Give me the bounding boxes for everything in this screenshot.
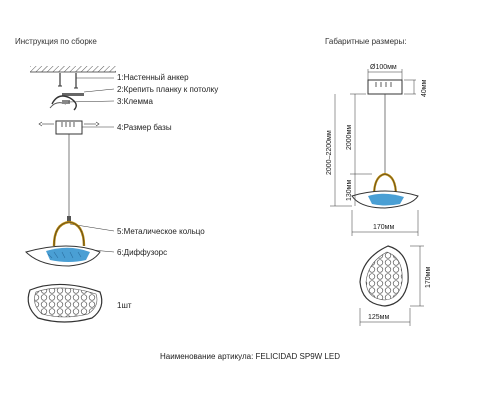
canopy-base-icon [38, 120, 100, 135]
dim-lamp-height: 130мм [346, 180, 353, 201]
callout-metal-ring-label: 5:Металическое кольцо [117, 227, 205, 236]
dim-cable-min: 2000мм [346, 125, 353, 150]
callout-diffuser-label: 6:Диффузорс [117, 248, 168, 257]
assembly-heading: Инструкция по сборке [15, 37, 97, 46]
dim-diffuser-width: 170мм [373, 224, 394, 231]
diffuser-icon [25, 245, 101, 267]
callout-terminal-label: 3:Клемма [117, 97, 153, 106]
metal-ring-icon [52, 216, 86, 247]
quantity-label: 1шт [117, 301, 132, 310]
dim-top-view-width: 125мм [368, 314, 389, 321]
callout-base-size-label: 4:Размер базы [117, 123, 172, 132]
wall-anchor-icon [58, 73, 78, 89]
mounting-plate-icon [51, 93, 84, 111]
dim-base-diameter: Ø100мм [370, 64, 397, 71]
terminal-icon [49, 100, 70, 109]
article-name-footer: Наименование артикула: FELICIDAD SP9W LE… [160, 352, 340, 361]
dim-overall-range: 2000–2200мм [326, 130, 333, 175]
callout-leaders [67, 77, 115, 253]
dimension-drawing [330, 69, 424, 326]
dim-base-height: 40мм [421, 79, 428, 97]
ceiling-hatch [30, 66, 116, 73]
dim-top-view-height: 170мм [425, 267, 432, 288]
dimensions-heading: Габаритные размеры: [325, 37, 407, 46]
callout-mount-plate-label: 2:Крепить планку к потолку [117, 85, 219, 94]
callout-anchor-label: 1:Настенный анкер [117, 73, 189, 82]
diffuser-top-view-icon [27, 283, 103, 323]
